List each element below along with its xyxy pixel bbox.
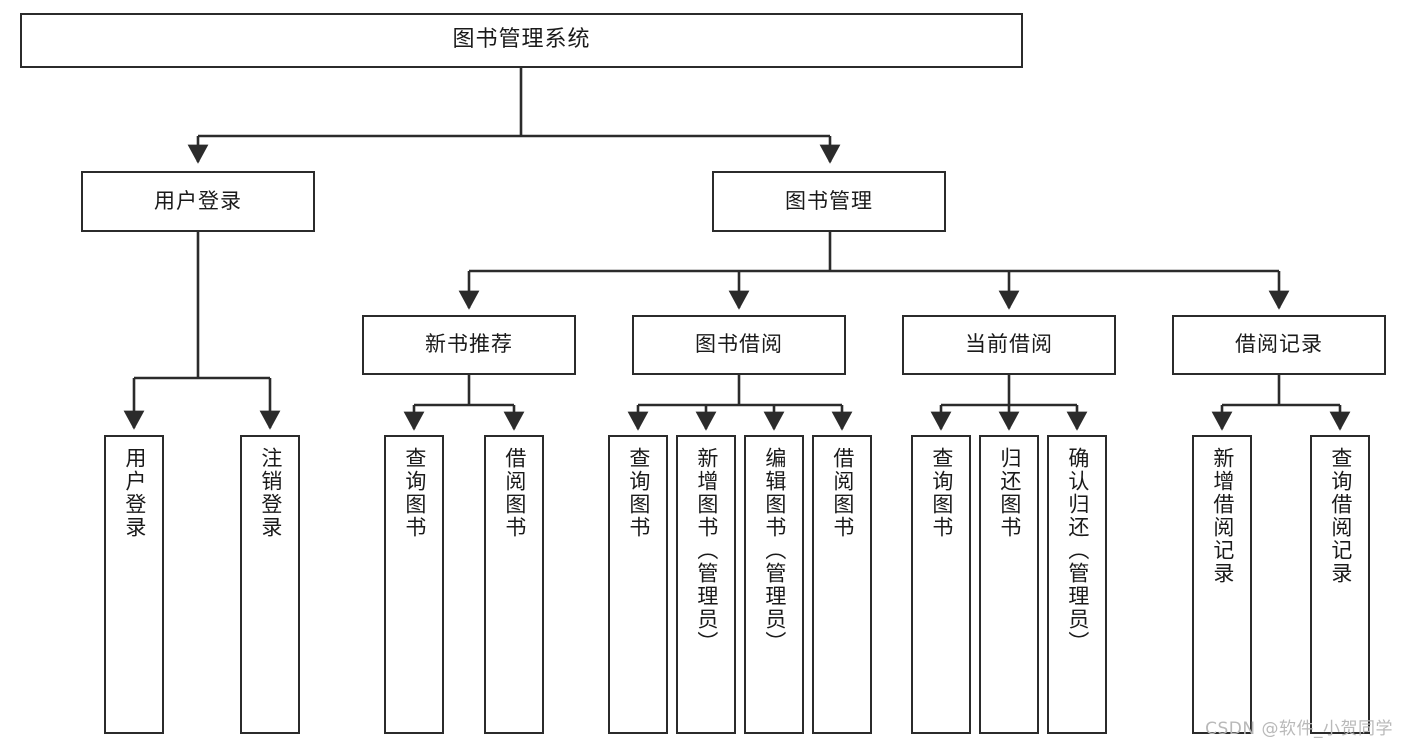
node-new-book-recommend[interactable]: 新书推荐 (362, 315, 576, 375)
leaf-label: 确认归还（管理员） (1065, 447, 1090, 654)
leaf-current-query-book[interactable]: 查询图书 (911, 435, 971, 734)
leaf-current-return-book[interactable]: 归还图书 (979, 435, 1039, 734)
node-book-borrow[interactable]: 图书借阅 (632, 315, 846, 375)
leaf-borrow-query-book[interactable]: 查询图书 (608, 435, 668, 734)
leaf-current-confirm-return-admin[interactable]: 确认归还（管理员） (1047, 435, 1107, 734)
leaf-recommend-borrow-book[interactable]: 借阅图书 (484, 435, 544, 734)
node-label: 用户登录 (154, 188, 242, 213)
leaf-label: 查询图书 (626, 447, 651, 539)
leaf-recommend-query-book[interactable]: 查询图书 (384, 435, 444, 734)
leaf-borrow-borrow-book[interactable]: 借阅图书 (812, 435, 872, 734)
node-root-system[interactable]: 图书管理系统 (20, 13, 1023, 68)
node-label: 图书借阅 (695, 332, 783, 357)
node-label: 图书管理系统 (452, 27, 591, 53)
leaf-label: 新增借阅记录 (1210, 447, 1235, 585)
leaf-label: 查询借阅记录 (1328, 447, 1353, 585)
node-current-borrow[interactable]: 当前借阅 (902, 315, 1116, 375)
leaf-label: 查询图书 (402, 447, 427, 539)
leaf-borrow-add-book-admin[interactable]: 新增图书（管理员） (676, 435, 736, 734)
node-label: 当前借阅 (965, 332, 1053, 357)
leaf-user-login-logout[interactable]: 注销登录 (240, 435, 300, 734)
leaf-label: 新增图书（管理员） (694, 447, 719, 654)
leaf-user-login-login[interactable]: 用户登录 (104, 435, 164, 734)
leaf-label: 注销登录 (258, 447, 283, 539)
leaf-label: 用户登录 (122, 447, 147, 539)
leaf-record-query-record[interactable]: 查询借阅记录 (1310, 435, 1370, 734)
node-user-login[interactable]: 用户登录 (81, 171, 315, 232)
watermark-text: CSDN @软件_小贺同学 (1205, 719, 1393, 739)
leaf-label: 借阅图书 (830, 447, 855, 539)
leaf-record-add-record[interactable]: 新增借阅记录 (1192, 435, 1252, 734)
leaf-label: 借阅图书 (502, 447, 527, 539)
node-label: 借阅记录 (1235, 332, 1323, 357)
node-book-management[interactable]: 图书管理 (712, 171, 946, 232)
node-borrow-record[interactable]: 借阅记录 (1172, 315, 1386, 375)
leaf-label: 查询图书 (929, 447, 954, 539)
node-label: 图书管理 (785, 188, 873, 213)
leaf-label: 归还图书 (997, 447, 1022, 539)
leaf-borrow-edit-book-admin[interactable]: 编辑图书（管理员） (744, 435, 804, 734)
leaf-label: 编辑图书（管理员） (762, 447, 787, 654)
node-label: 新书推荐 (425, 332, 513, 357)
